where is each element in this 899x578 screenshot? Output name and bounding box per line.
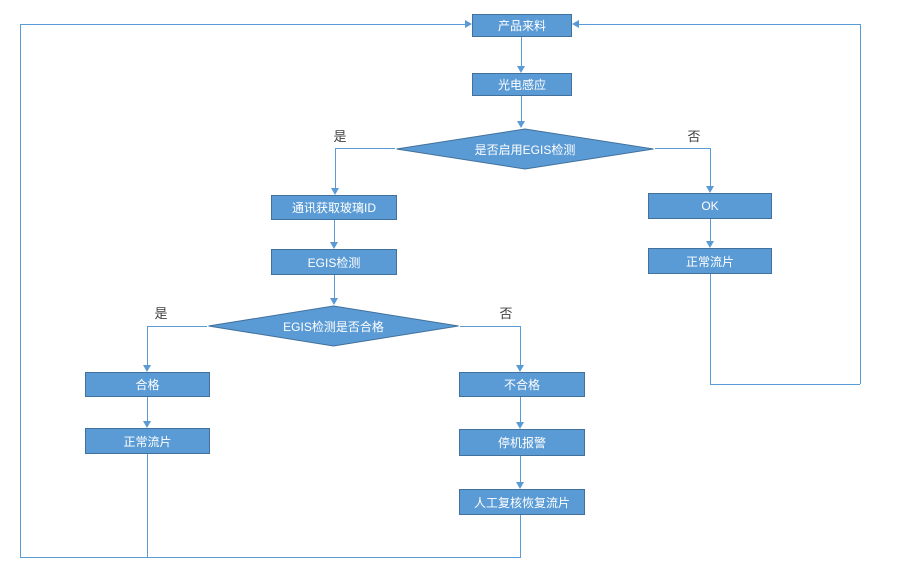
connector bbox=[520, 326, 521, 366]
arrowhead-down-icon bbox=[143, 421, 151, 428]
node-normal-flow-right: 正常流片 bbox=[648, 248, 772, 274]
connector bbox=[860, 24, 861, 384]
connector bbox=[147, 397, 148, 422]
arrowhead-down-icon bbox=[706, 186, 714, 193]
node-qualified: 合格 bbox=[85, 372, 210, 397]
arrowhead-down-icon bbox=[517, 121, 525, 128]
arrowhead-down-icon bbox=[330, 298, 338, 305]
connector bbox=[334, 275, 335, 299]
node-manual-review: 人工复核恢复流片 bbox=[459, 489, 585, 515]
diamond-shape-icon bbox=[396, 128, 654, 170]
connector bbox=[520, 515, 521, 558]
connector bbox=[710, 219, 711, 242]
connector bbox=[334, 220, 335, 243]
connector bbox=[520, 456, 521, 483]
connector bbox=[579, 24, 860, 25]
branch-label-yes: 是 bbox=[154, 306, 168, 321]
arrowhead-left-icon bbox=[572, 20, 579, 28]
arrowhead-down-icon bbox=[143, 365, 151, 372]
arrowhead-right-icon bbox=[465, 20, 472, 28]
connector bbox=[20, 24, 465, 25]
diamond-shape-icon bbox=[208, 305, 459, 347]
branch-label-no: 否 bbox=[499, 306, 513, 321]
connector bbox=[20, 557, 521, 558]
decision-enable-egis-label: 是否启用EGIS检测 bbox=[474, 142, 576, 157]
connector bbox=[520, 397, 521, 423]
connector bbox=[460, 326, 520, 327]
branch-label-yes: 是 bbox=[333, 129, 347, 144]
decision-egis-pass-label: EGIS检测是否合格 bbox=[283, 319, 384, 334]
arrowhead-down-icon bbox=[517, 66, 525, 73]
connector bbox=[147, 454, 148, 558]
node-photo-sensor: 光电感应 bbox=[472, 73, 572, 96]
connector bbox=[335, 148, 336, 189]
arrowhead-down-icon bbox=[331, 188, 339, 195]
arrowhead-down-icon bbox=[516, 365, 524, 372]
connector bbox=[655, 148, 710, 149]
node-get-glass-id: 通讯获取玻璃ID bbox=[271, 195, 397, 220]
arrowhead-down-icon bbox=[516, 482, 524, 489]
connector bbox=[521, 96, 522, 122]
node-unqualified: 不合格 bbox=[459, 372, 585, 397]
arrowhead-down-icon bbox=[516, 422, 524, 429]
connector bbox=[521, 37, 522, 67]
node-normal-flow-left: 正常流片 bbox=[85, 428, 210, 454]
decision-egis-pass: EGIS检测是否合格 bbox=[207, 305, 460, 347]
node-product-incoming: 产品来料 bbox=[472, 14, 572, 37]
arrowhead-down-icon bbox=[706, 241, 714, 248]
arrowhead-down-icon bbox=[330, 242, 338, 249]
connector bbox=[710, 148, 711, 187]
node-egis-detect: EGIS检测 bbox=[271, 249, 397, 275]
connector bbox=[147, 326, 207, 327]
node-ok: OK bbox=[648, 193, 772, 219]
connector bbox=[147, 326, 148, 366]
connector bbox=[335, 148, 395, 149]
connector bbox=[20, 24, 21, 558]
connector bbox=[710, 384, 860, 385]
decision-enable-egis: 是否启用EGIS检测 bbox=[395, 128, 655, 170]
branch-label-no: 否 bbox=[687, 129, 701, 144]
connector bbox=[710, 274, 711, 384]
node-stop-alarm: 停机报警 bbox=[459, 429, 585, 456]
